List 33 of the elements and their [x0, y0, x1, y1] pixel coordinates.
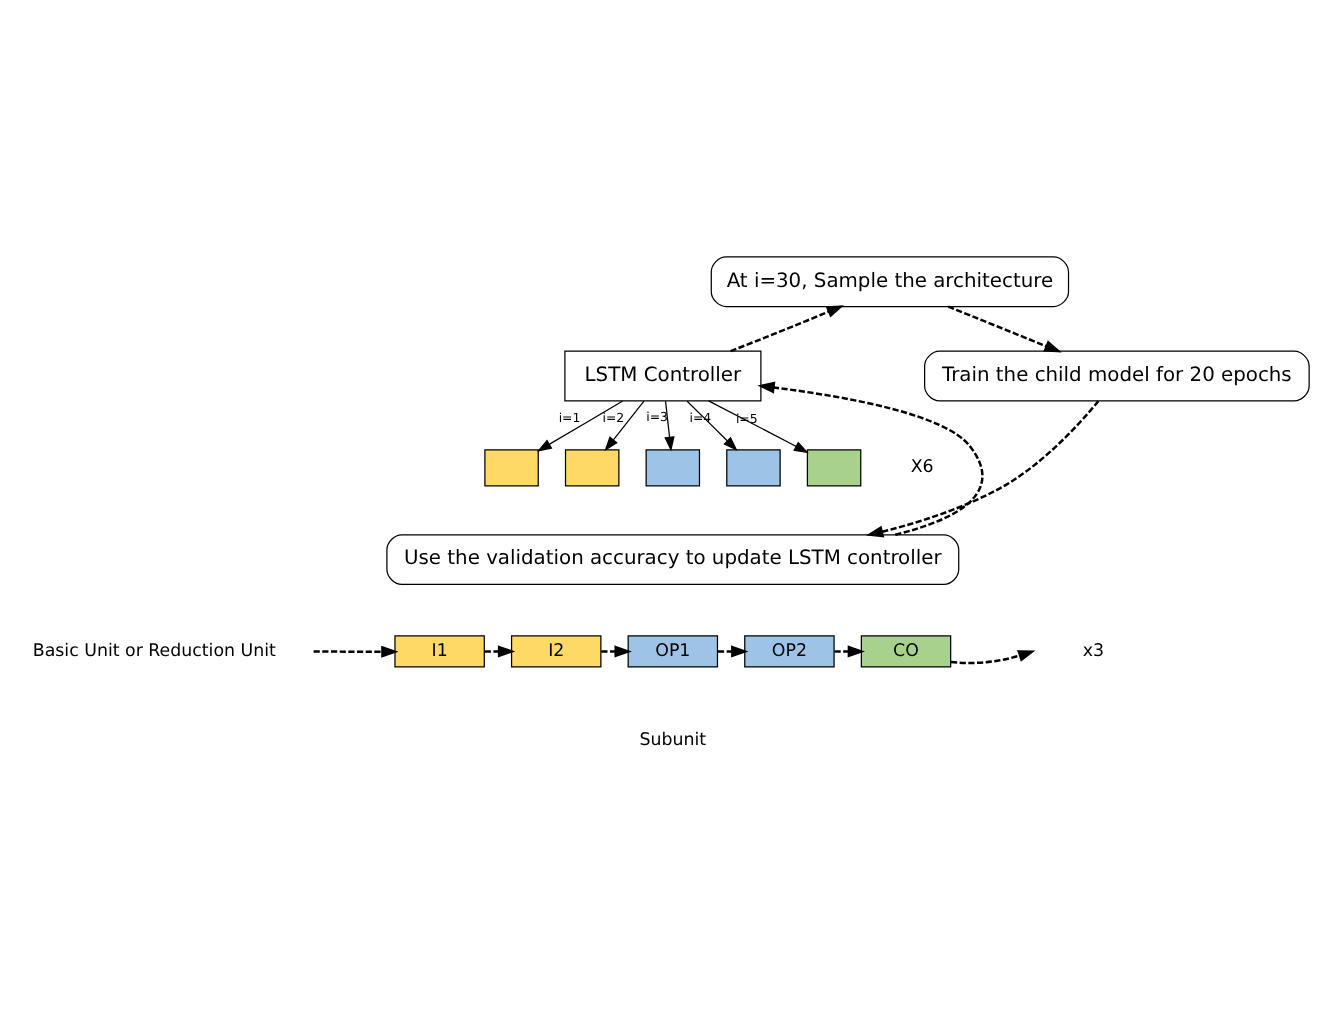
node-box: I1 [394, 635, 485, 668]
arrow [757, 381, 984, 536]
node-box [645, 449, 701, 487]
label: Basic Unit or Reduction Unit [32, 641, 276, 662]
node-box: At i=30, Sample the architecture [710, 256, 1070, 308]
node-box: LSTM Controller [564, 350, 762, 402]
arrow [707, 400, 809, 454]
arrow [717, 645, 749, 658]
arrow [834, 645, 866, 658]
arrow [947, 305, 1062, 353]
node-box: I2 [510, 635, 602, 668]
label: x3 [1082, 641, 1104, 662]
node-box [806, 449, 862, 487]
node-box [564, 449, 620, 487]
arrow [950, 650, 1036, 665]
arrow [686, 400, 738, 451]
arrow [604, 400, 645, 452]
label: Subunit [639, 731, 707, 752]
node-box: OP2 [744, 635, 835, 668]
arrow [664, 400, 675, 452]
arrow [866, 400, 1100, 538]
node-box: Train the child model for 20 epochs [924, 350, 1310, 402]
node-box [726, 449, 781, 487]
arrow [484, 645, 516, 658]
arrow [536, 400, 624, 452]
node-box: Use the validation accuracy to update LSTM controller [386, 534, 960, 586]
node-box [484, 449, 539, 487]
node-box: OP1 [627, 635, 719, 668]
label: X6 [910, 458, 934, 479]
node-box: CO [860, 635, 952, 668]
arrow [601, 645, 632, 658]
arrow [313, 645, 399, 658]
arrow [730, 305, 844, 353]
